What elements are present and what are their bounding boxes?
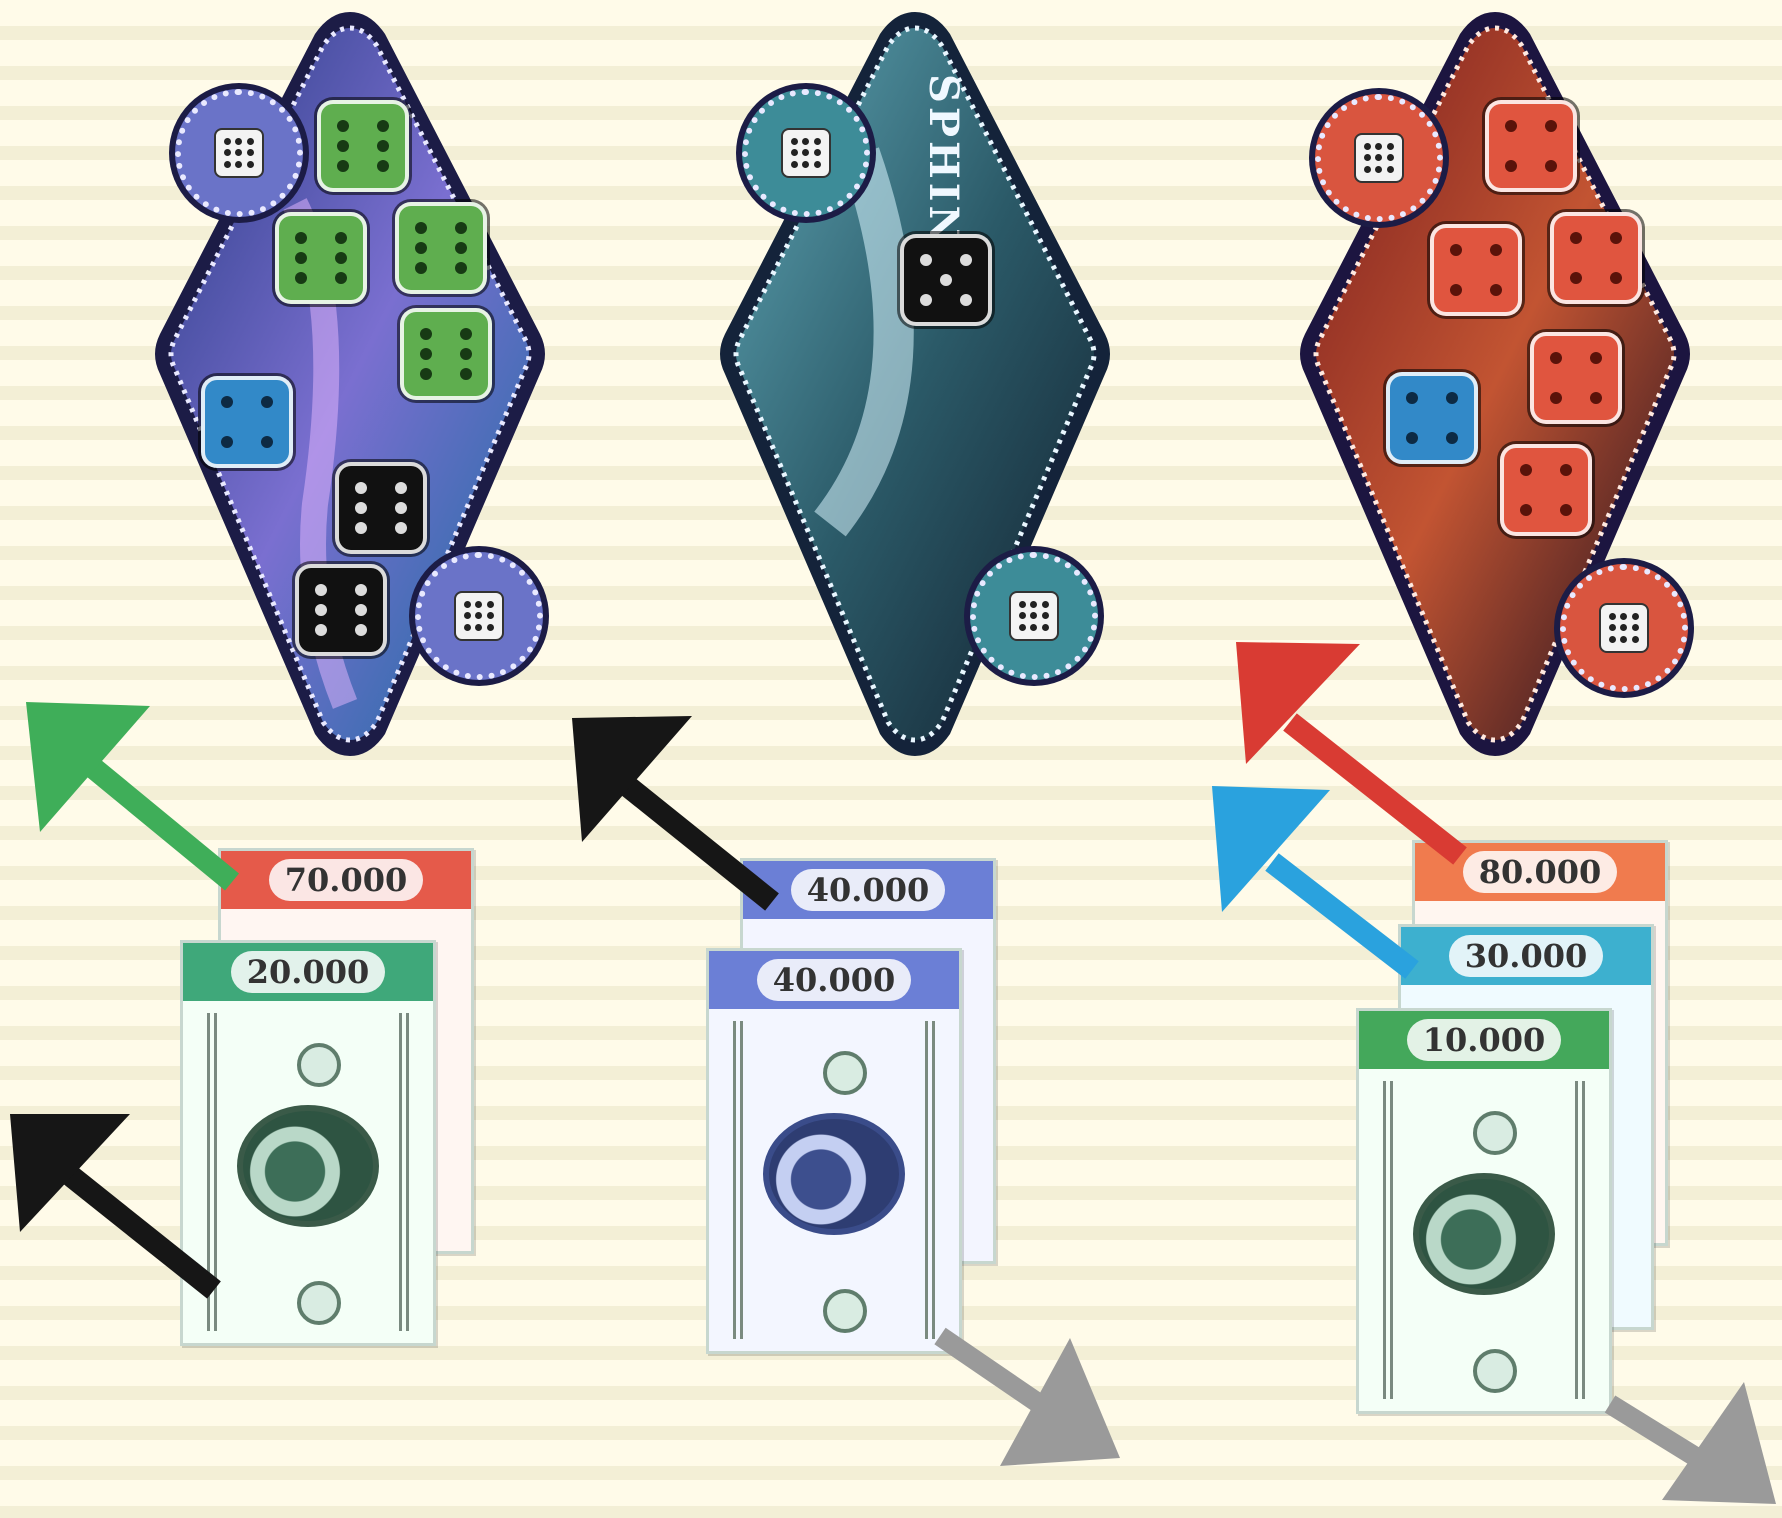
chip-bottom	[1560, 564, 1688, 692]
green-die	[275, 212, 367, 304]
portrait-icon	[237, 1104, 379, 1227]
seal-icon	[297, 1043, 341, 1087]
casino-board-3	[1290, 4, 1700, 764]
seal-icon	[1473, 1111, 1517, 1155]
bill-value: 10.000	[1406, 1019, 1562, 1061]
blue-arrow-icon	[1212, 786, 1419, 979]
casino-board-1	[145, 4, 555, 764]
chip-top	[175, 89, 303, 217]
green-arrow-icon	[26, 702, 239, 891]
bill-value: 40.000	[790, 869, 946, 911]
portrait-icon	[1413, 1172, 1555, 1295]
seal-icon	[823, 1051, 867, 1095]
green-die	[317, 100, 409, 192]
red-die	[1530, 332, 1622, 424]
banknote: 10.000	[1356, 1008, 1612, 1414]
chip-bottom	[415, 552, 543, 680]
banknote: 20.000	[180, 940, 436, 1346]
seal-icon	[823, 1289, 867, 1333]
bill-value: 30.000	[1448, 935, 1604, 977]
gray-arrow-icon	[1604, 1382, 1776, 1504]
black-die	[900, 234, 992, 326]
black-arrow-icon	[572, 716, 779, 911]
black-arrow-icon	[10, 1114, 221, 1299]
red-die	[1550, 212, 1642, 304]
green-die	[400, 308, 492, 400]
red-die	[1500, 444, 1592, 536]
red-arrow-icon	[1236, 642, 1467, 865]
blue-die	[1386, 372, 1478, 464]
black-die	[335, 462, 427, 554]
portrait-icon	[763, 1112, 905, 1235]
casino-board-2: SPHINX	[710, 4, 1120, 764]
bill-value: 80.000	[1462, 851, 1618, 893]
chip-bottom	[970, 552, 1098, 680]
bill-value: 70.000	[268, 859, 424, 901]
banknote: 40.000	[706, 948, 962, 1354]
red-die	[1430, 224, 1522, 316]
gray-arrow-icon	[934, 1327, 1120, 1466]
seal-icon	[1473, 1349, 1517, 1393]
seal-icon	[297, 1281, 341, 1325]
green-die	[395, 202, 487, 294]
bill-value: 20.000	[230, 951, 386, 993]
black-die	[295, 564, 387, 656]
chip-top	[1315, 94, 1443, 222]
chip-top	[742, 89, 870, 217]
red-die	[1485, 100, 1577, 192]
bill-value: 40.000	[756, 959, 912, 1001]
blue-die	[201, 376, 293, 468]
